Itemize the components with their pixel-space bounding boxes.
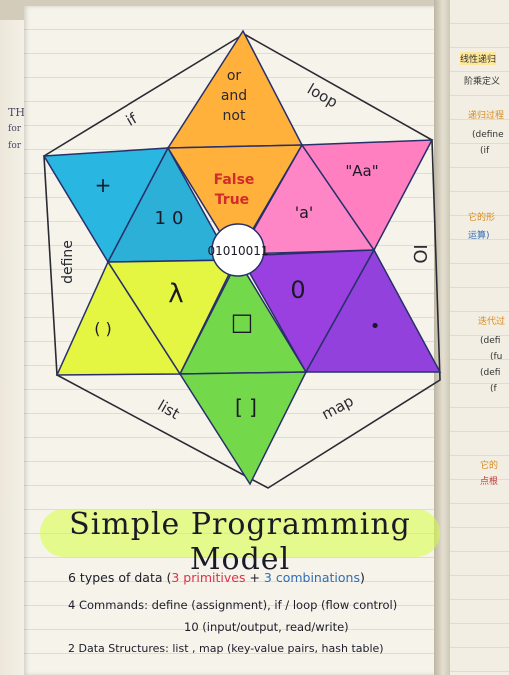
data-types-text: 6 types of data ( — [68, 570, 172, 585]
center-circle — [211, 223, 265, 277]
zero-symbol: 0 — [290, 276, 305, 304]
logic-not-label: not — [223, 108, 246, 124]
commands-line: 4 Commands: define (assignment), if / lo… — [68, 598, 398, 612]
data-structures-line: 2 Data Structures: list , map (key-value… — [68, 642, 384, 655]
center-binary-text: 01010011 — [207, 244, 268, 258]
lambda-symbol: λ — [168, 279, 183, 309]
map-label: map — [319, 392, 357, 424]
right-page-note: 递归过程 — [468, 111, 505, 121]
right-page-note: (define — [472, 130, 504, 140]
number-ten-label: 10 — [155, 208, 190, 229]
right-page-note: 运算) — [468, 231, 490, 241]
left-page-line: for — [8, 124, 22, 134]
plus-text: + — [245, 570, 264, 585]
title-block: Simple Programming Model — [40, 497, 440, 577]
define-label: define — [60, 240, 76, 284]
right-page-note: 阶乘定义 — [464, 77, 501, 87]
right-page-note: (defi — [480, 368, 501, 378]
io-label: IO — [409, 244, 430, 263]
logic-or-label: or — [227, 68, 242, 84]
data-types-line: 6 types of data (3 primitives + 3 combin… — [68, 570, 365, 585]
false-label: False — [214, 172, 255, 188]
right-page-note: 迭代过 — [478, 317, 506, 327]
left-page-text: TH for for — [8, 104, 30, 155]
right-page-note: 点根 — [480, 477, 499, 487]
plus-symbol: + — [95, 173, 112, 197]
triangle-lower-right-outer — [304, 248, 442, 373]
right-page-note: (defi — [480, 336, 501, 346]
title-highlight — [40, 509, 440, 557]
right-page-note: 它的形 — [468, 213, 496, 223]
list-label: list — [154, 396, 182, 423]
right-page-note: 线性递归 — [460, 52, 497, 65]
true-label: True — [215, 192, 249, 208]
brackets-symbol: [ ] — [235, 395, 257, 419]
combinations-text: 3 combinations — [263, 570, 360, 585]
right-page-note: (f — [490, 384, 497, 394]
parentheses-symbol: ( ) — [94, 319, 112, 338]
right-page-edge: 线性递归 阶乘定义 递归过程 (define (if 它的形 运算) 迭代过 (… — [450, 0, 509, 675]
right-page-note: 它的 — [480, 461, 499, 471]
io-line: 10 (input/output, read/write) — [184, 620, 349, 634]
page-title: Simple Programming Model — [69, 507, 411, 577]
left-page-edge: TH for for — [0, 20, 25, 675]
dot-symbol: • — [370, 316, 381, 337]
box-symbol: □ — [231, 308, 254, 336]
triangle-lower-left-outer — [55, 260, 182, 376]
char-literal-label: 'a' — [295, 203, 314, 222]
right-page-note: (fu — [490, 352, 503, 362]
left-page-line: for — [8, 141, 22, 151]
triangle-bottom — [178, 371, 308, 486]
if-label: if — [123, 109, 141, 130]
close-paren-text: ) — [359, 570, 365, 585]
right-page-note: (if — [480, 146, 490, 156]
notebook-spine — [434, 0, 452, 675]
string-literal-label: "Aa" — [345, 162, 378, 180]
left-page-line: TH — [8, 106, 25, 119]
triangle-upper-right-outer — [300, 139, 434, 252]
logic-and-label: and — [221, 88, 247, 104]
primitives-text: 3 primitives — [171, 570, 246, 585]
